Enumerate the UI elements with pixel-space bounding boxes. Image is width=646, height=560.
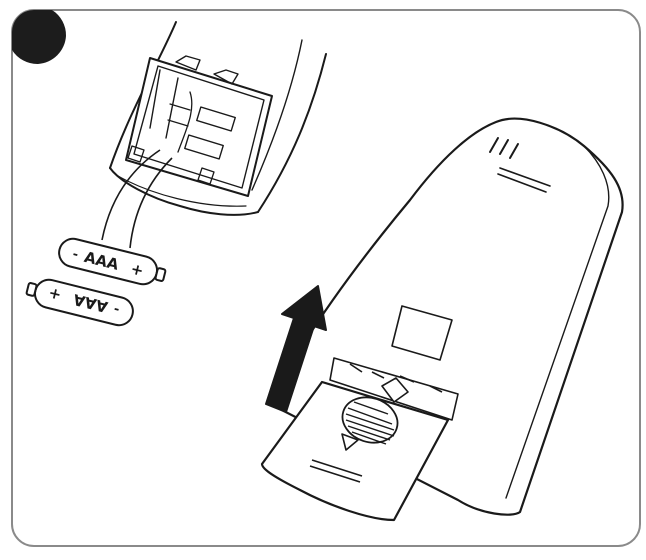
remote-back-open <box>109 21 327 216</box>
battery-1-minus: - <box>71 247 80 263</box>
battery-2-minus: - <box>112 301 121 317</box>
grip-texture <box>341 396 399 444</box>
down-triangle-icon <box>341 433 359 451</box>
battery-2: - AAA + <box>25 278 134 327</box>
battery-cover <box>260 357 459 522</box>
insert-guide-lines <box>101 149 173 249</box>
label-plate <box>391 305 453 361</box>
battery-2-plus: + <box>47 284 64 305</box>
up-arrow-icon <box>265 285 327 413</box>
battery-1-plus: + <box>129 260 146 281</box>
battery-1: - AAA + <box>58 237 167 286</box>
step-marker <box>12 10 67 65</box>
